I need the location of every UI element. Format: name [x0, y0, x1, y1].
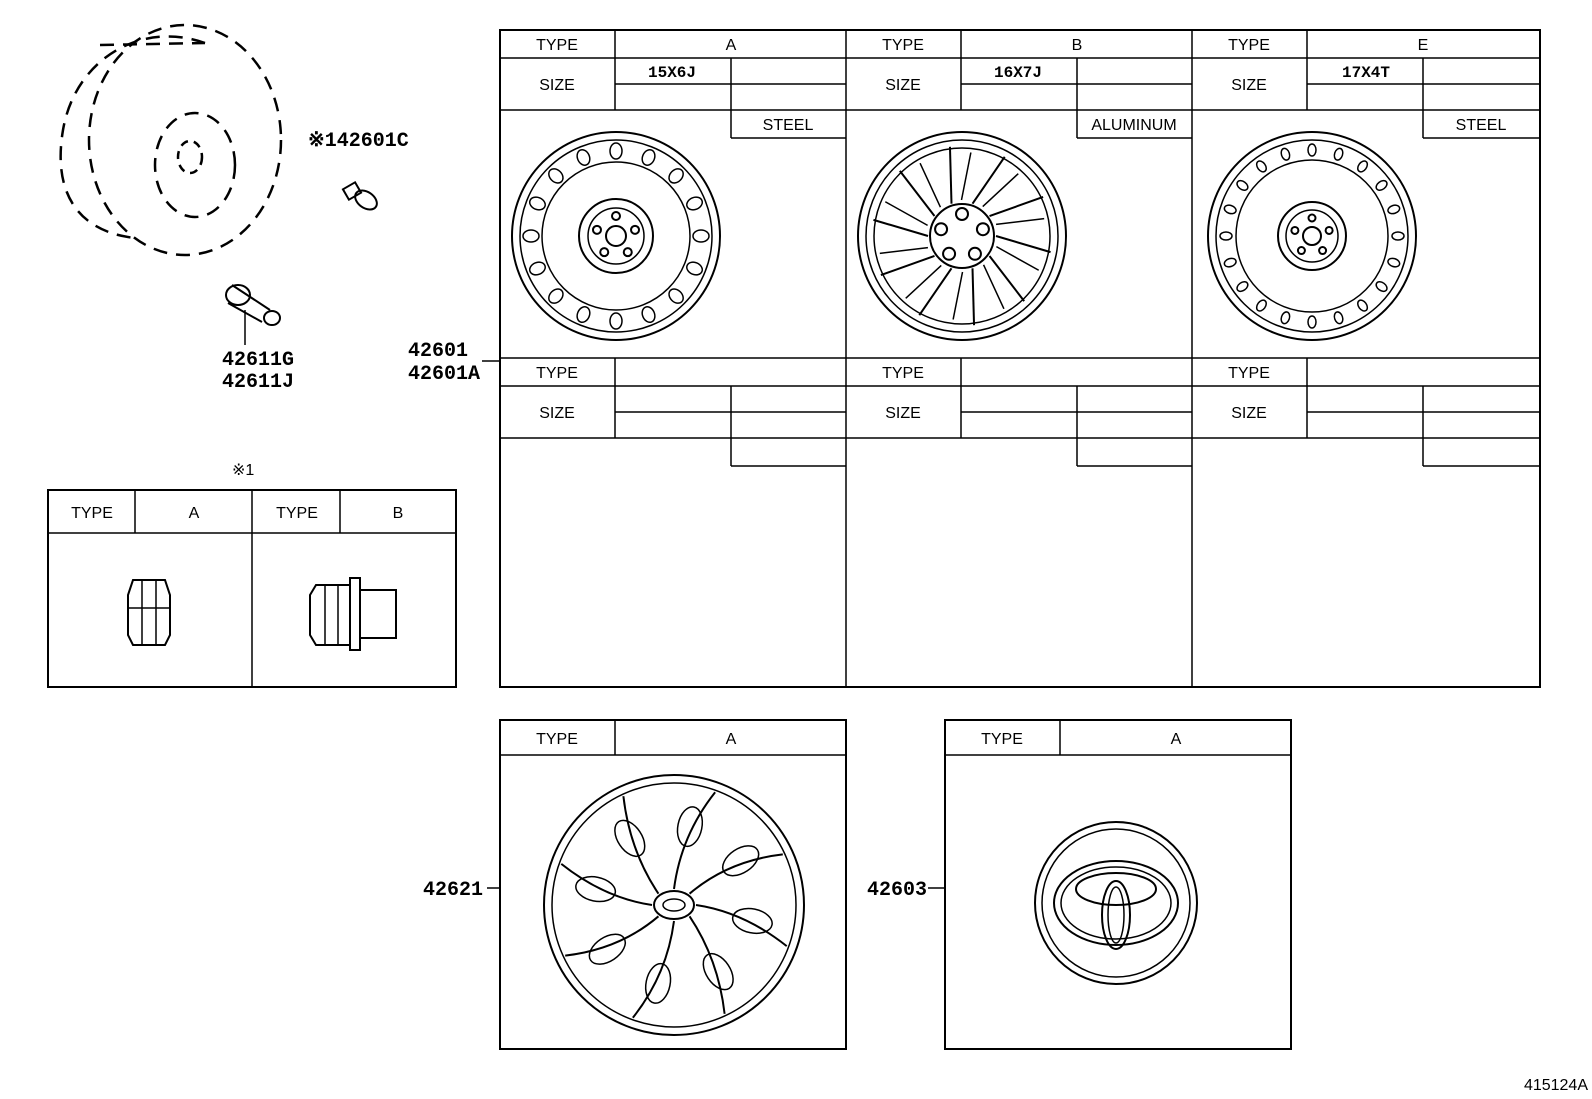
wheel-cover-callout: 42621 [423, 879, 483, 902]
wheel-e-type-label: TYPE [1228, 37, 1270, 54]
wheel-e-material: STEEL [1456, 117, 1507, 134]
aluminum-wheel-b-illustration [857, 131, 1067, 341]
figure-id: 415124A [1524, 1077, 1588, 1094]
wheel-b-type-label: TYPE [882, 37, 924, 54]
nut-note-label: ※1 [232, 462, 254, 479]
ornament-type-value: A [1171, 731, 1182, 748]
wheel-b-size-label: SIZE [885, 77, 921, 94]
wheel-row2-type-label-2: TYPE [882, 365, 924, 382]
wheel-cover-illustration [543, 774, 805, 1036]
wheel-row2-type-label-1: TYPE [536, 365, 578, 382]
wheel-row2-size-label-3: SIZE [1231, 405, 1267, 422]
wheel-row2-size-label-1: SIZE [539, 405, 575, 422]
wheel-a-material: STEEL [763, 117, 814, 134]
wheel-a-type-value: A [726, 37, 737, 54]
steel-wheel-e-illustration [1207, 131, 1417, 341]
wheel-b-type-value: B [1072, 37, 1083, 54]
tire-illustration [59, 23, 283, 257]
nut-type-value-a: A [189, 505, 200, 522]
wheel-e-type-value: E [1418, 37, 1429, 54]
toyota-ornament-illustration [1034, 821, 1198, 985]
valve-stem-illustration [225, 284, 281, 345]
nut-b-illustration [309, 577, 397, 651]
wheel-a-type-label: TYPE [536, 37, 578, 54]
valve-stem-callout-1: 42611G [222, 349, 294, 372]
wheel-b-size-value: 16X7J [994, 64, 1042, 82]
nut-type-label-b: TYPE [276, 505, 318, 522]
valve-cap-callout: ※142601C [308, 130, 409, 153]
valve-stem-callout-2: 42611J [222, 371, 294, 394]
wheel-callout-2: 42601A [408, 363, 480, 386]
wheel-cover-table: TYPE A [499, 719, 847, 1050]
wheel-row2-type-label-3: TYPE [1228, 365, 1270, 382]
wheel-table: TYPE A SIZE 15X6J STEEL TYPE B SIZE 16X7… [499, 29, 1541, 688]
nut-table: TYPE A TYPE B [47, 489, 457, 688]
nut-type-value-b: B [393, 505, 404, 522]
ornament-callout: 42603 [867, 879, 927, 902]
steel-wheel-a-illustration [511, 131, 721, 341]
ornament-table: TYPE A [944, 719, 1292, 1050]
wheel-a-size-value: 15X6J [648, 64, 696, 82]
nut-a-illustration [127, 579, 171, 646]
nut-type-label-a: TYPE [71, 505, 113, 522]
wheel-e-size-value: 17X4T [1342, 64, 1390, 82]
cover-type-value: A [726, 731, 737, 748]
wheel-a-size-label: SIZE [539, 77, 575, 94]
wheel-b-material: ALUMINUM [1091, 117, 1176, 134]
cover-type-label: TYPE [536, 731, 578, 748]
wheel-row2-size-label-2: SIZE [885, 405, 921, 422]
wheel-e-size-label: SIZE [1231, 77, 1267, 94]
wheel-callout-1: 42601 [408, 340, 468, 363]
ornament-type-label: TYPE [981, 731, 1023, 748]
valve-cap-illustration [341, 180, 378, 211]
